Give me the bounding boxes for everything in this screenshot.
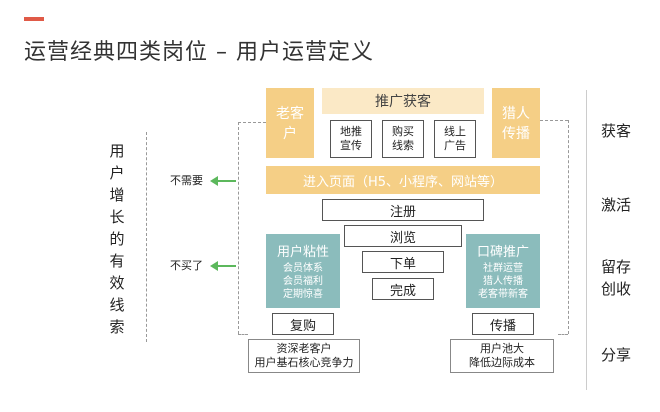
note-line: 用户池大 — [480, 342, 524, 355]
no-need-label: 不需要 — [170, 174, 203, 187]
left-label-char: 有 — [109, 252, 125, 270]
left-label-char: 的 — [109, 230, 125, 248]
left-label-char: 线 — [109, 296, 125, 314]
stickiness-item: 会员福利 — [283, 276, 323, 287]
entry-page-bar: 进入页面（H5、小程序、网站等） — [266, 166, 540, 194]
word-of-mouth-item: 猎人传播 — [483, 276, 523, 287]
note-line: 资深老客户 — [276, 342, 332, 355]
old-customer-box: 老客户 — [266, 88, 314, 158]
arrow-left-icon — [210, 261, 218, 271]
stickiness-box: 用户粘性 会员体系 会员福利 定期惊喜 — [266, 234, 340, 308]
word-of-mouth-note: 用户池大 降低边际成本 — [450, 339, 554, 373]
left-label-char: 户 — [109, 164, 125, 182]
funnel-step-order: 下单 — [362, 251, 444, 273]
arrow-line — [216, 265, 236, 267]
funnel-step-register: 注册 — [322, 199, 484, 221]
page-title: 运营经典四类岗位 – 用户运营定义 — [24, 40, 374, 65]
right-loop-top — [540, 120, 568, 121]
stage-acquire: 获客 — [600, 122, 631, 140]
left-loop-line — [238, 122, 239, 334]
arrow-left-icon — [210, 176, 218, 186]
left-label-char: 长 — [109, 208, 125, 226]
left-label-char: 效 — [109, 274, 125, 292]
stickiness-item: 定期惊喜 — [283, 289, 323, 300]
left-label-char: 用 — [109, 142, 125, 160]
channel-box: 购买线索 — [382, 120, 424, 158]
stage-divider — [586, 90, 587, 390]
stage-activate: 激活 — [600, 196, 631, 214]
word-of-mouth-item: 老客带新客 — [478, 289, 528, 300]
word-of-mouth-title: 口碑推广 — [476, 245, 529, 260]
accent-bar — [24, 17, 44, 21]
note-line: 降低边际成本 — [469, 356, 535, 369]
spread-box: 传播 — [472, 313, 534, 335]
stickiness-note: 资深老客户 用户基石核心竞争力 — [248, 339, 360, 373]
not-bought-label: 不买了 — [170, 259, 203, 272]
promotion-banner: 推广获客 — [322, 88, 484, 114]
left-label-char: 增 — [109, 186, 125, 204]
seed-propagation-box: 猎人传播 — [492, 88, 540, 158]
stage-share: 分享 — [600, 346, 631, 364]
left-divider — [146, 132, 147, 342]
right-loop-bottom — [558, 334, 568, 335]
stage-retention: 留存创收 — [600, 258, 631, 298]
funnel-step-complete: 完成 — [372, 278, 434, 300]
word-of-mouth-box: 口碑推广 社群运营 猎人传播 老客带新客 — [466, 234, 540, 308]
left-loop-top — [238, 122, 266, 123]
funnel-step-browse: 浏览 — [344, 225, 462, 247]
stickiness-title: 用户粘性 — [276, 245, 329, 260]
left-label-char: 索 — [109, 318, 125, 336]
arrow-line — [216, 180, 236, 182]
channel-box: 地推宣传 — [330, 120, 372, 158]
channel-box: 线上广告 — [434, 120, 476, 158]
left-loop-bottom — [238, 334, 248, 335]
right-loop-line — [568, 120, 569, 334]
note-line: 用户基石核心竞争力 — [254, 356, 354, 369]
repurchase-box: 复购 — [272, 313, 334, 335]
left-vertical-label: 用 户 增 长 的 有 效 线 索 — [103, 140, 131, 338]
stickiness-item: 会员体系 — [283, 263, 323, 274]
word-of-mouth-item: 社群运营 — [483, 263, 523, 274]
